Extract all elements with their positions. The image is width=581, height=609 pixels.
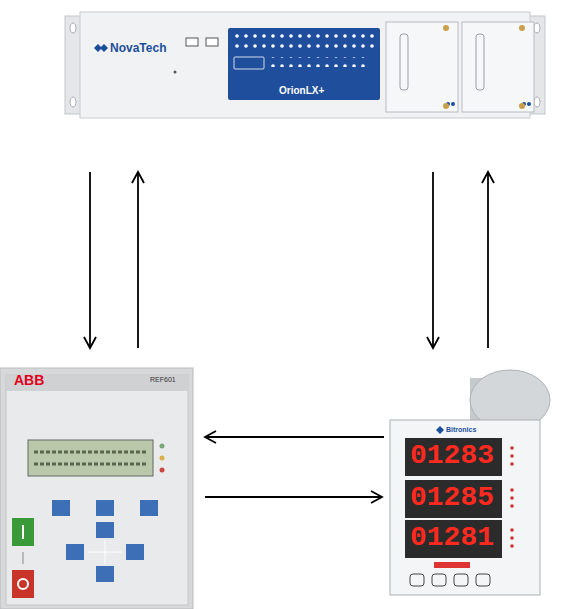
- display-reading: 01281: [410, 524, 494, 552]
- meter-device: Bitronics 01283 01285 01281: [388, 418, 543, 598]
- brand-name: NovaTech: [110, 42, 166, 54]
- brand-name: Bitronics: [446, 426, 476, 433]
- data-flow-arrow: [487, 172, 489, 348]
- data-flow-arrow: [205, 436, 384, 438]
- data-flow-arrow: [432, 172, 434, 348]
- data-flow-arrow: [89, 172, 91, 348]
- display-reading: 01285: [410, 484, 494, 512]
- brand-name: ABB: [14, 373, 44, 387]
- relay-device: ABB REF601: [0, 368, 194, 609]
- data-flow-arrow: [205, 496, 382, 498]
- rtu-chassis: [65, 12, 545, 118]
- model-name: REF601: [150, 376, 176, 383]
- display-reading: 01283: [410, 442, 494, 470]
- rtu-device: NovaTechOrionLX+: [65, 12, 545, 118]
- protection-relay: [0, 368, 193, 609]
- data-flow-arrow: [137, 172, 139, 348]
- model-name: OrionLX+: [279, 86, 324, 96]
- power-meter: [390, 370, 550, 595]
